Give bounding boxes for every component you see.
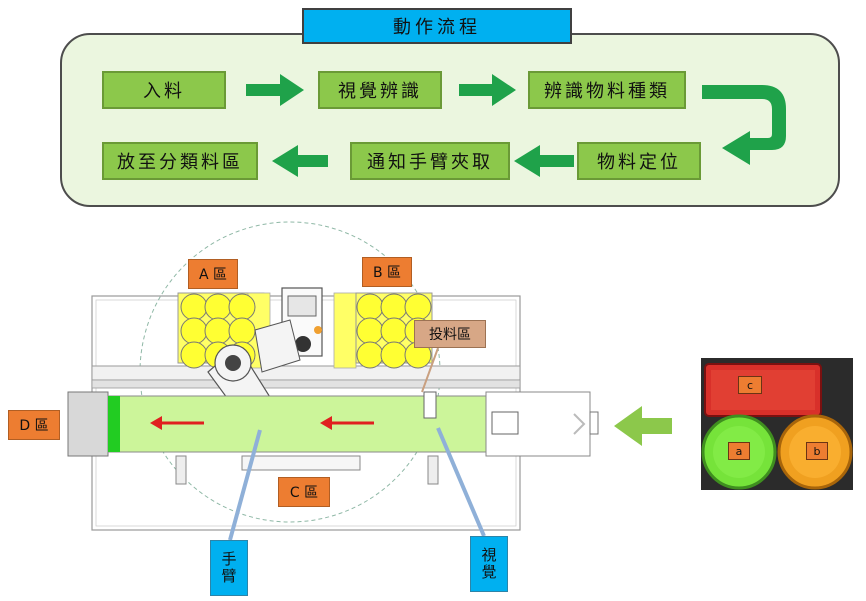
photo-tag-a: a [728, 442, 750, 460]
arm-callout: 手臂 [210, 540, 248, 596]
tray-a [177, 292, 271, 369]
step-classify: 辨識物料種類 [528, 71, 686, 109]
feed-zone-label: 投料區 [414, 320, 486, 348]
vision-pointer [436, 427, 486, 537]
step-vision: 視覺辨識 [318, 71, 442, 109]
step-grab: 通知手臂夾取 [350, 142, 510, 180]
conveyor [67, 391, 599, 457]
tray-b [333, 292, 433, 369]
vision-callout: 視覺 [470, 536, 508, 592]
photo-tag-b: b [806, 442, 828, 460]
photo-tag-c: c [738, 376, 762, 394]
incoming-arrow [614, 406, 672, 446]
zone-c-label: C 區 [278, 477, 330, 507]
flow-arrow-right-1 [246, 74, 304, 106]
zone-a-label: A 區 [188, 259, 238, 289]
flow-arrow-left-1 [514, 145, 574, 177]
flow-arrow-right-2 [459, 74, 516, 106]
step-locate: 物料定位 [577, 142, 701, 180]
arm-pointer [228, 429, 262, 541]
direction-arrow-1 [150, 416, 204, 430]
flow-title: 動作流程 [302, 8, 572, 44]
tray-c [241, 455, 361, 471]
step-input: 入料 [102, 71, 226, 109]
step-place: 放至分類料區 [102, 142, 258, 180]
zone-d-label: D 區 [8, 410, 60, 440]
direction-arrow-2 [320, 416, 374, 430]
material-photo [701, 358, 853, 490]
feed-pointer [421, 347, 439, 393]
flow-arrow-uturn [702, 85, 786, 165]
flow-arrow-left-2 [272, 145, 328, 177]
zone-b-label: B 區 [362, 257, 412, 287]
